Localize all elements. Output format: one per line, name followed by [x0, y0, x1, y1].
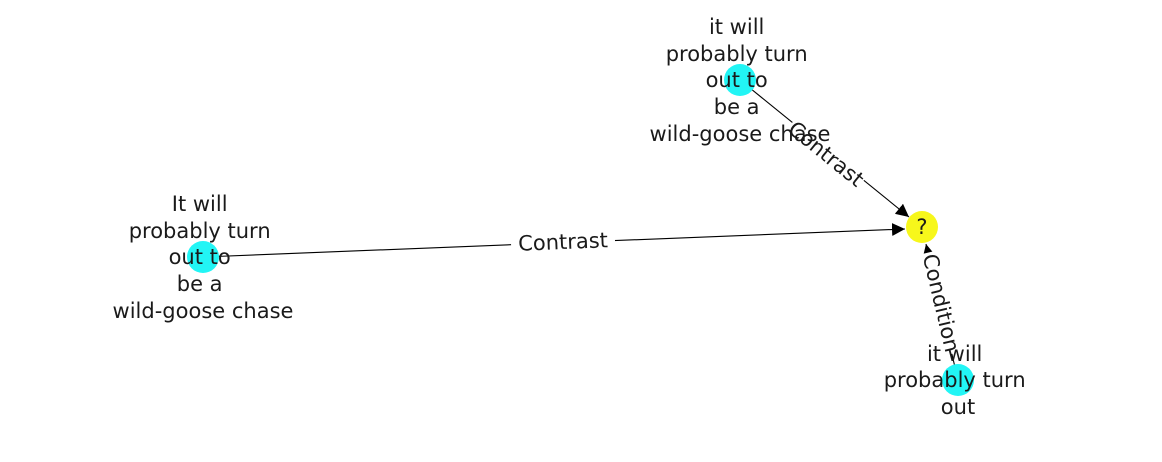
- node-label-top: it will probably turn out to be a wild-g…: [650, 15, 831, 146]
- node-labels-layer: it will probably turn out to be a wild-g…: [113, 15, 1033, 419]
- node-label-left: It will probably turn out to be a wild-g…: [113, 192, 294, 323]
- node-label-center: ?: [916, 215, 927, 239]
- node-label-bottom: it will probably turn out: [884, 342, 1033, 419]
- nodes-layer: [187, 64, 974, 396]
- node-top-circle: [724, 64, 756, 96]
- edge-label-left-contrast: Contrast: [518, 228, 609, 256]
- node-center-circle: [906, 211, 938, 243]
- edge-label-bottom-condition: Condition: [918, 251, 964, 354]
- node-bottom-circle: [942, 364, 974, 396]
- node-left-circle: [187, 241, 219, 273]
